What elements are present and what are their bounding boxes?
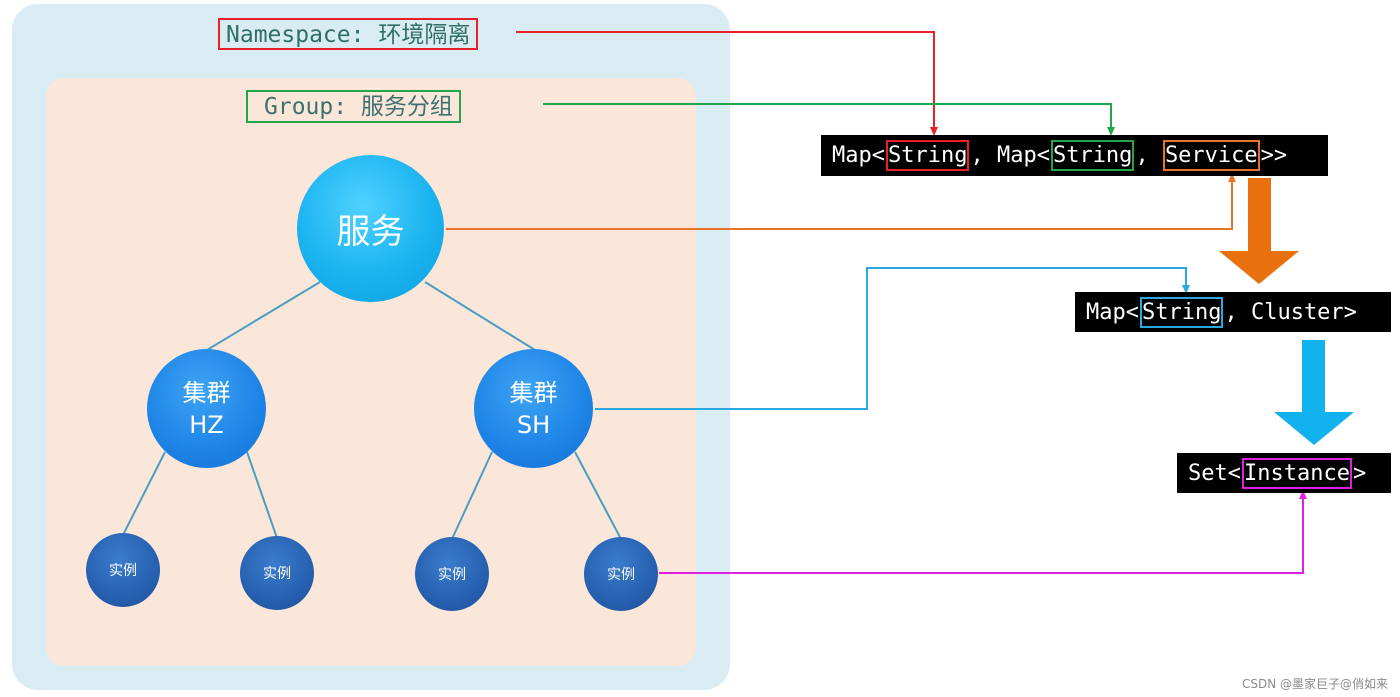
instance-label: 实例 bbox=[263, 566, 291, 582]
type-map-outer-mid: , Map< bbox=[970, 143, 1050, 168]
cluster-connector bbox=[595, 267, 1187, 410]
tree-edge-service-hz bbox=[206, 281, 321, 351]
instance-node: 实例 bbox=[240, 536, 314, 610]
tree-edge-hz-inst1 bbox=[122, 451, 166, 536]
type-map-outer-suffix: >> bbox=[1260, 143, 1288, 168]
tree-edge-sh-inst4 bbox=[574, 451, 622, 540]
cluster-hz-node: 集群 HZ bbox=[147, 349, 266, 468]
big-arrow-blue bbox=[1274, 340, 1354, 445]
type-set-instance-prefix: Set< bbox=[1188, 460, 1241, 486]
cluster-key-type: String bbox=[1139, 296, 1224, 328]
big-arrow-orange bbox=[1219, 178, 1299, 284]
type-map-cluster-prefix: Map< bbox=[1086, 299, 1139, 325]
namespace-connector-arrowhead bbox=[930, 127, 938, 136]
type-map-outer-sep: , bbox=[1135, 143, 1162, 168]
service-value-type: Service bbox=[1162, 140, 1260, 171]
type-set-instance-suffix: > bbox=[1352, 460, 1367, 486]
type-map-outer: Map<String, Map<String, Service>> bbox=[821, 135, 1328, 176]
instance-item-type: Instance bbox=[1241, 457, 1352, 489]
service-node-label: 服务 bbox=[336, 212, 405, 252]
type-set-instance: Set<Instance> bbox=[1177, 453, 1391, 493]
tree-edge-sh-inst3 bbox=[451, 451, 493, 540]
instance-label: 实例 bbox=[438, 567, 466, 583]
service-node: 服务 bbox=[297, 155, 444, 302]
cluster-sh-label-line2: SH bbox=[516, 410, 551, 439]
instance-connector bbox=[659, 493, 1304, 574]
group-connector bbox=[543, 103, 1112, 134]
instance-node: 实例 bbox=[86, 533, 160, 607]
instance-node: 实例 bbox=[415, 537, 489, 611]
type-map-cluster: Map<String, Cluster> bbox=[1075, 292, 1391, 332]
instance-label: 实例 bbox=[607, 567, 635, 583]
group-connector-arrowhead bbox=[1107, 127, 1115, 136]
type-map-cluster-suffix: , Cluster> bbox=[1224, 299, 1357, 325]
namespace-label: Namespace: 环境隔离 bbox=[218, 18, 479, 50]
tree-edge-service-sh bbox=[424, 281, 536, 351]
instance-label: 实例 bbox=[109, 563, 137, 579]
cluster-sh-label-line1: 集群 bbox=[509, 378, 558, 407]
namespace-connector bbox=[516, 31, 935, 134]
group-label: Group: 服务分组 bbox=[246, 90, 461, 123]
watermark: CSDN @墨家巨子@俏如来 bbox=[1241, 677, 1388, 691]
service-connector-arrowhead bbox=[1228, 173, 1236, 182]
instance-node: 实例 bbox=[584, 537, 658, 611]
tree-edge-hz-inst2 bbox=[246, 451, 278, 539]
namespace-key-type: String bbox=[885, 140, 970, 171]
cluster-hz-label-line1: 集群 bbox=[182, 378, 231, 407]
service-connector bbox=[446, 176, 1233, 230]
type-map-outer-prefix: Map< bbox=[832, 143, 885, 168]
instance-connector-arrowhead bbox=[1299, 490, 1307, 499]
group-key-type: String bbox=[1050, 140, 1135, 171]
cluster-hz-label-line2: HZ bbox=[189, 410, 224, 439]
cluster-connector-arrowhead bbox=[1182, 285, 1190, 294]
cluster-sh-node: 集群 SH bbox=[474, 349, 593, 468]
